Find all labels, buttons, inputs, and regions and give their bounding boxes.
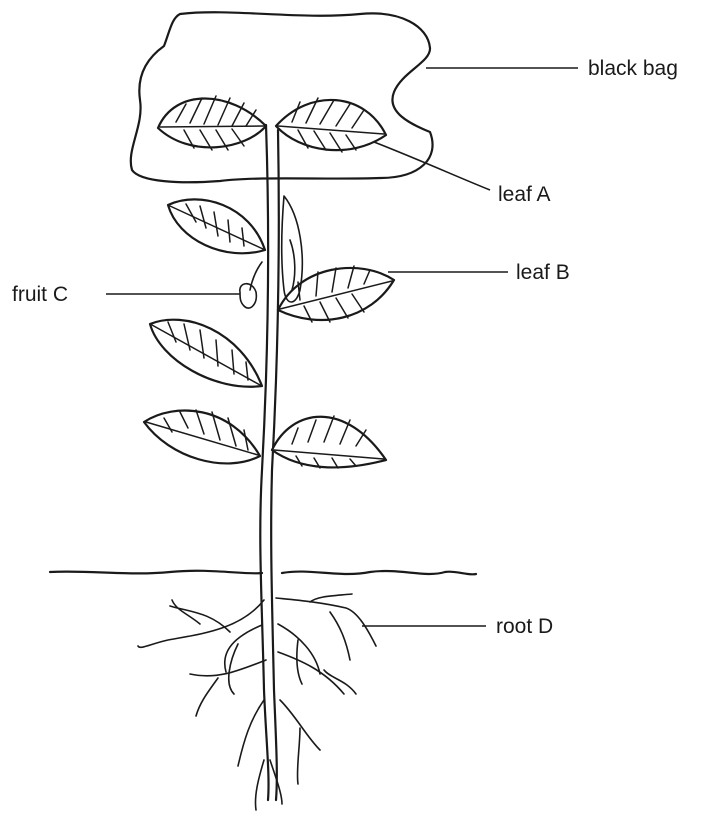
leaf-a-right — [276, 98, 386, 152]
leaf-upper-left — [168, 199, 265, 253]
leaf-middle-left — [150, 320, 262, 387]
root-d — [138, 594, 376, 810]
stem-right-edge — [271, 130, 279, 800]
black-bag-outline — [131, 12, 433, 182]
leaf-a-left — [158, 96, 266, 150]
label-root-d: root D — [496, 616, 553, 637]
label-leaf-a: leaf A — [498, 184, 551, 205]
label-fruit-c: fruit C — [12, 284, 68, 305]
soil-line — [50, 571, 476, 575]
leaf-lower-left — [144, 410, 260, 463]
label-leaf-b: leaf B — [516, 262, 570, 283]
stem — [260, 125, 268, 800]
leaf-lower-right — [272, 416, 386, 468]
fruit-c — [240, 262, 262, 308]
pod-inner — [290, 240, 295, 290]
label-black-bag: black bag — [588, 58, 678, 79]
